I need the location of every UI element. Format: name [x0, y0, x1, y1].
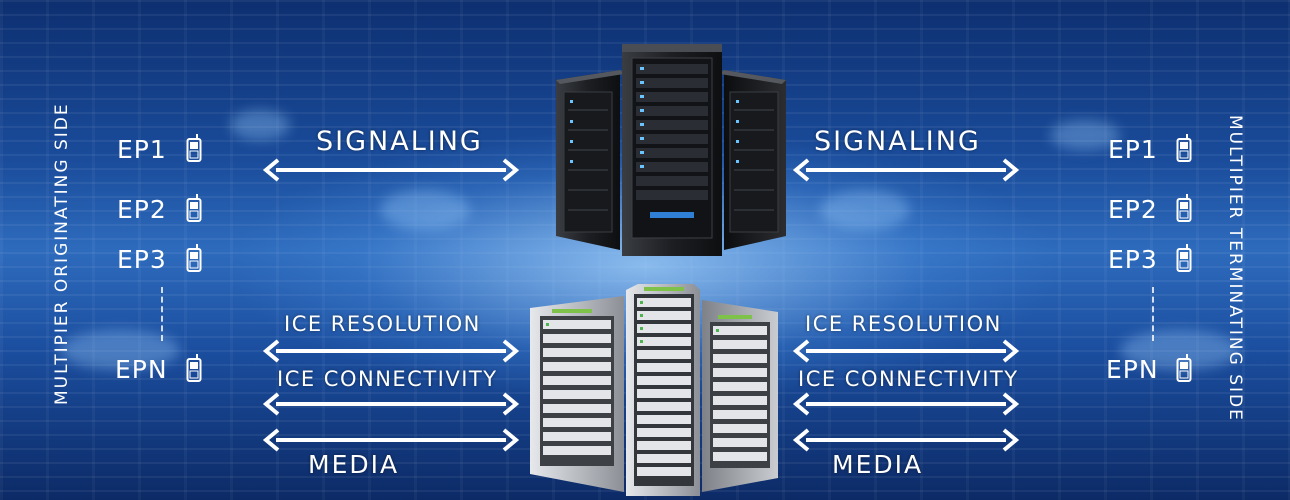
- left-ice-connectivity-label: ICE CONNECTIVITY: [277, 367, 498, 391]
- mobile-phone-icon: [186, 194, 202, 222]
- left-endpoint-1: EP1: [117, 135, 167, 164]
- terminating-side-label: MULTIPIER TERMINATING SIDE: [1225, 115, 1245, 422]
- right-endpoint-2: EP2: [1108, 195, 1158, 224]
- right-ice-connectivity-label: ICE CONNECTIVITY: [798, 367, 1019, 391]
- left-ice-connectivity-arrow: [262, 392, 520, 416]
- originating-side-label: MULTIPIER ORIGINATING SIDE: [52, 102, 72, 405]
- left-endpoint-2: EP2: [117, 195, 167, 224]
- right-endpoint-ellipsis: [1152, 287, 1156, 341]
- left-signaling-arrow: [262, 158, 520, 182]
- left-ice-resolution-label: ICE RESOLUTION: [284, 312, 481, 336]
- mobile-phone-icon: [1176, 244, 1192, 272]
- right-endpoint-n: EPN: [1106, 355, 1159, 384]
- right-endpoint-3: EP3: [1108, 245, 1158, 274]
- background-light: [230, 110, 290, 140]
- right-endpoint-1: EP1: [1108, 135, 1158, 164]
- mobile-phone-icon: [186, 244, 202, 272]
- right-ice-resolution-arrow: [792, 339, 1020, 363]
- left-signaling-label: SIGNALING: [316, 126, 483, 157]
- media-server-rack-icon: [530, 284, 778, 496]
- right-signaling-arrow: [792, 158, 1020, 182]
- mobile-phone-icon: [1176, 354, 1192, 382]
- left-media-label: MEDIA: [308, 450, 400, 479]
- mobile-phone-icon: [186, 354, 202, 382]
- left-media-arrow: [262, 428, 520, 452]
- background-light: [60, 330, 180, 370]
- mobile-phone-icon: [1176, 194, 1192, 222]
- mobile-phone-icon: [1176, 134, 1192, 162]
- right-signaling-label: SIGNALING: [814, 126, 981, 157]
- background-light: [820, 190, 910, 230]
- left-ice-resolution-arrow: [262, 339, 520, 363]
- background-light: [1050, 120, 1120, 150]
- left-endpoint-n: EPN: [115, 355, 168, 384]
- left-endpoint-3: EP3: [117, 245, 167, 274]
- left-endpoint-ellipsis: [161, 287, 165, 341]
- background-light: [380, 190, 470, 230]
- mobile-phone-icon: [186, 134, 202, 162]
- right-ice-connectivity-arrow: [792, 392, 1020, 416]
- right-ice-resolution-label: ICE RESOLUTION: [805, 312, 1002, 336]
- right-media-arrow: [792, 428, 1020, 452]
- signaling-server-rack-icon: [556, 44, 786, 256]
- right-media-label: MEDIA: [832, 450, 924, 479]
